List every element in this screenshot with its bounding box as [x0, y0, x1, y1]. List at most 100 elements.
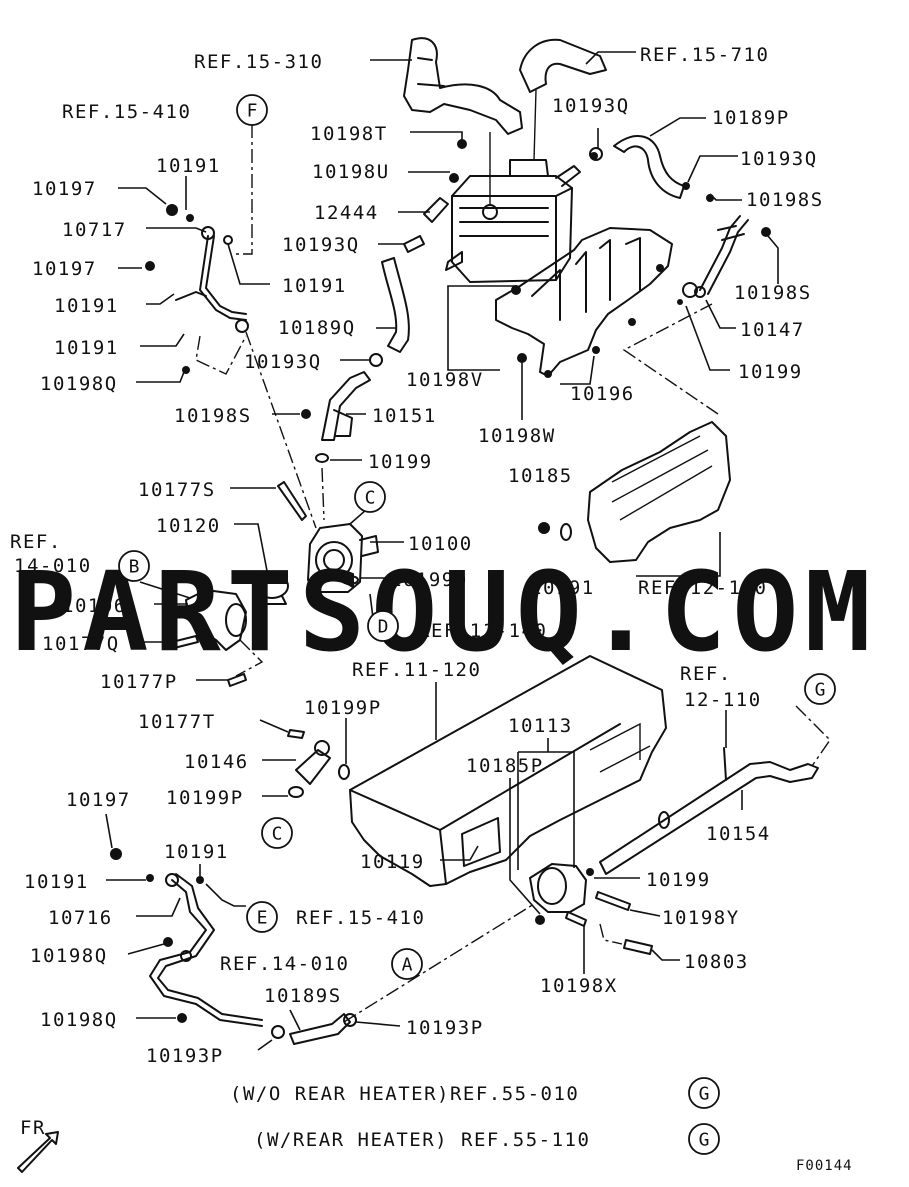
- label-10191-g: 10191: [24, 871, 89, 893]
- fitting-10146-drawing: [288, 740, 350, 798]
- svg-text:B: B: [129, 557, 140, 578]
- pipe-10716-drawing: [149, 873, 263, 1027]
- label-10198s-c: 10198S: [174, 405, 252, 427]
- label-ref-15-410-bottom: REF.15-410: [296, 907, 425, 929]
- label-10198v: 10198V: [406, 369, 484, 391]
- callout-G-note1: G: [688, 1077, 720, 1109]
- hose-10189p-drawing: [613, 135, 685, 199]
- connection-lines: [195, 124, 831, 1023]
- bolt-10177s-drawing: [277, 481, 307, 521]
- label-10199p-a: 10199P: [304, 697, 382, 719]
- label-10197-b: 10197: [32, 258, 97, 280]
- label-10191-c: 10191: [54, 295, 119, 317]
- svg-text:C: C: [272, 824, 283, 845]
- label-10199p-b: 10199P: [166, 787, 244, 809]
- clamp-10193q-drawing: [403, 235, 425, 253]
- label-10199-a: 10199: [738, 361, 803, 383]
- bolt-10198y-drawing: [595, 891, 631, 911]
- direction-label: FR: [20, 1117, 46, 1139]
- callout-G-note2: G: [688, 1123, 720, 1155]
- label-10198t: 10198T: [310, 123, 388, 145]
- label-12444: 12444: [314, 202, 379, 224]
- oil-cooler-drawing: [445, 89, 581, 283]
- part-labels: REF.15-310 REF.15-710 REF.15-410 10193Q …: [10, 44, 853, 1174]
- callout-A: A: [391, 948, 423, 980]
- label-10803: 10803: [684, 951, 749, 973]
- label-10193p-b: 10193P: [146, 1045, 224, 1067]
- label-10191-f: 10191: [164, 841, 229, 863]
- label-10151: 10151: [372, 405, 437, 427]
- bolt-10177q-drawing: [171, 635, 199, 649]
- label-10189p: 10189P: [712, 107, 790, 129]
- label-10189s: 10189S: [264, 985, 342, 1007]
- label-10177t: 10177T: [138, 711, 216, 733]
- hose-10189s-drawing: [289, 1013, 351, 1045]
- bolt-10177p-drawing: [227, 673, 247, 687]
- leader-lines: [105, 51, 779, 1051]
- label-ref-11-120: REF.11-120: [352, 659, 481, 681]
- label-10198w: 10198W: [478, 425, 556, 447]
- label-10198q-c: 10198Q: [40, 1009, 118, 1031]
- label-10199-c: 10199: [646, 869, 711, 891]
- water-outlet-housing-drawing: [529, 863, 587, 913]
- label-10197-a: 10197: [32, 178, 97, 200]
- callout-C-bottom: C: [261, 817, 293, 849]
- bolt-10177t-drawing: [287, 729, 305, 739]
- label-10191-b: 10191: [282, 275, 347, 297]
- label-10119: 10119: [360, 851, 425, 873]
- label-10193q-a: 10193Q: [552, 95, 630, 117]
- svg-text:A: A: [402, 955, 413, 976]
- label-10193q-c: 10193Q: [282, 234, 360, 256]
- label-10198s-b: 10198S: [734, 282, 812, 304]
- thermostat-drawing: [255, 573, 289, 605]
- label-10113: 10113: [508, 715, 573, 737]
- label-10177s: 10177S: [138, 479, 216, 501]
- svg-text:G: G: [815, 680, 826, 701]
- label-10716: 10716: [48, 907, 113, 929]
- note-without-rear-heater: (W/O REAR HEATER)REF.55-010: [230, 1083, 579, 1105]
- label-10191-a: 10191: [156, 155, 221, 177]
- intake-pipe-drawing: [403, 37, 523, 135]
- label-10189q: 10189Q: [278, 317, 356, 339]
- label-10193q-d: 10193Q: [244, 351, 322, 373]
- direction-arrow-icon: [17, 1131, 59, 1173]
- svg-text:F: F: [247, 101, 258, 122]
- svg-text:G: G: [699, 1084, 710, 1105]
- label-ref-15-410-top: REF.15-410: [62, 101, 191, 123]
- label-10106: 10106: [62, 595, 127, 617]
- label-10198q-b: 10198Q: [30, 945, 108, 967]
- callout-F: F: [236, 94, 268, 126]
- label-ref-15-710: REF.15-710: [640, 44, 769, 66]
- hose-12444-drawing: [423, 197, 449, 223]
- label-10196: 10196: [570, 383, 635, 405]
- watermark: PARTSOUQ.COM: [10, 548, 877, 676]
- fasteners: [110, 139, 771, 1023]
- label-10197-c: 10197: [66, 789, 131, 811]
- label-ref-14-010-b: 14-010: [14, 555, 92, 577]
- bolt-10198x-drawing: [565, 911, 587, 927]
- callout-B: B: [118, 550, 150, 582]
- hose-10189q-drawing: [381, 257, 410, 353]
- svg-text:D: D: [378, 617, 389, 638]
- label-10177q: 10177Q: [42, 633, 120, 655]
- label-ref-14-010-a: REF.: [10, 531, 62, 553]
- figure-code: F00144: [796, 1158, 853, 1174]
- label-ref-12-110-b1: REF.: [680, 663, 732, 685]
- label-ref-12-110-b2: 12-110: [684, 689, 762, 711]
- label-10198x: 10198X: [540, 975, 618, 997]
- outlet-pipe-drawing: [519, 38, 607, 93]
- callout-D: D: [367, 610, 399, 642]
- note-with-rear-heater: (W/REAR HEATER) REF.55-110: [254, 1129, 590, 1151]
- sensor-10803-drawing: [623, 939, 653, 955]
- engine-block-outline: [587, 421, 731, 563]
- label-ref-15-310: REF.15-310: [194, 51, 323, 73]
- pipe-10154-drawing: [599, 747, 819, 875]
- label-10198q-a: 10198Q: [40, 373, 118, 395]
- label-10191-d: 10191: [54, 337, 119, 359]
- callout-G-right: G: [804, 673, 836, 705]
- label-10198y: 10198Y: [662, 907, 740, 929]
- label-10185: 10185: [508, 465, 573, 487]
- pipe-10147-drawing: [682, 215, 749, 298]
- bracket-drawing: [495, 227, 673, 378]
